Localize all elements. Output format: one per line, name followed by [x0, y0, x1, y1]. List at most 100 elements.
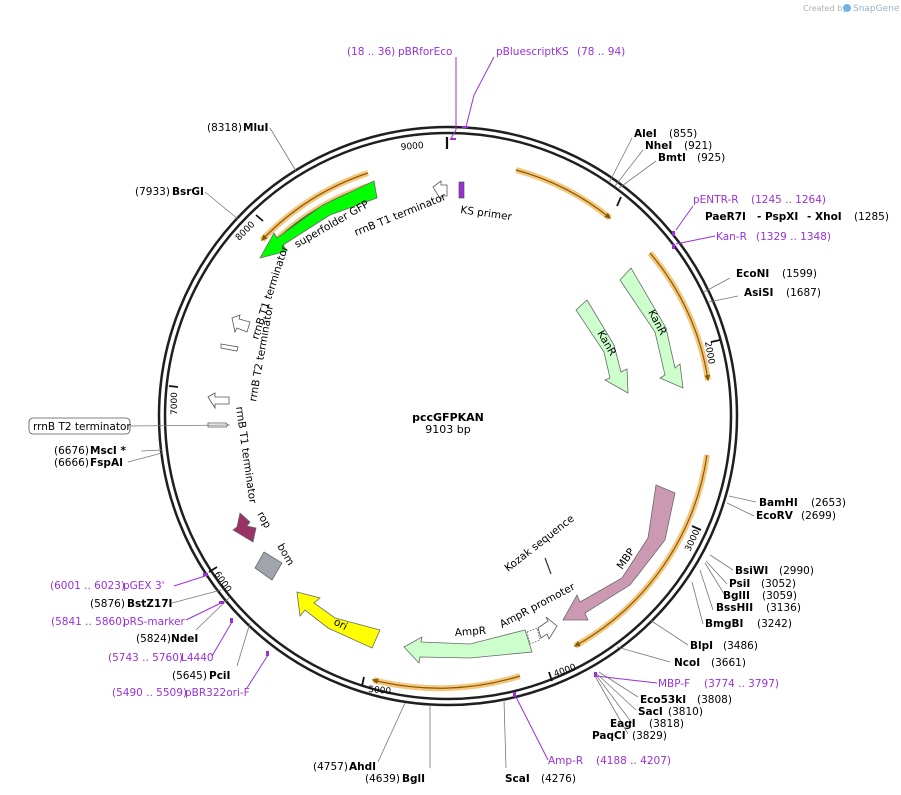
ori-label: ori — [332, 616, 350, 633]
rrnb-t1-lower-feature[interactable] — [207, 392, 230, 410]
mbp-feature[interactable] — [562, 484, 676, 621]
rop-feature[interactable] — [232, 512, 257, 543]
tick-label-9000: 9000 — [400, 141, 424, 153]
primer-pbr322ori-f-pos: (5490 .. 5509) — [112, 687, 187, 699]
site-eco53ki-name[interactable]: Eco53kI — [640, 694, 686, 706]
tick-label-7000: 7000 — [170, 392, 180, 415]
site-bstz17i-name[interactable]: BstZ17I — [127, 598, 172, 610]
tick-2000 — [710, 339, 721, 343]
superfolder-gfp-feature[interactable] — [259, 180, 378, 259]
site-pspxi-name[interactable]: - PspXI — [757, 211, 798, 223]
primer-mbp-f-name[interactable]: MBP-F — [658, 678, 690, 690]
leader-lines — [127, 127, 757, 769]
primer-pentr-r-name[interactable]: pENTR-R — [693, 194, 739, 206]
site-bmgbi-name[interactable]: BmgBI — [705, 618, 743, 630]
tick-6000 — [208, 566, 218, 573]
rrnb-t2-left-label: rrnB T2 terminator — [247, 304, 276, 403]
site-mlui-name[interactable]: MluI — [243, 122, 268, 134]
site-bsshii-name[interactable]: BssHII — [716, 602, 753, 614]
primer-mbp-f-pos: (3774 .. 3797) — [704, 678, 779, 690]
site-psii-name[interactable]: PsiI — [729, 578, 750, 590]
site-fspai-name[interactable]: FspAI — [90, 457, 123, 469]
site-bsrgi-name[interactable]: BsrGI — [172, 186, 204, 198]
primer-pbluescriptks-name[interactable]: pBluescriptKS — [496, 46, 569, 58]
tick-label-8000: 8000 — [234, 220, 257, 243]
site-ecorv-name[interactable]: EcoRV — [756, 510, 794, 522]
kozak-label: Kozak sequence — [502, 513, 576, 575]
site-bstz17i-pos: (5876) — [90, 598, 125, 610]
site-bglii-pos: (3059) — [762, 590, 797, 602]
site-ahdi-pos: (4757) — [313, 761, 348, 773]
site-msci-name[interactable]: MscI * — [90, 445, 126, 457]
site-paqci-pos: (3829) — [632, 730, 667, 742]
site-eco53ki-pos: (3808) — [697, 694, 732, 706]
site-scai-pos: (4276) — [541, 773, 576, 785]
site-econi-name[interactable]: EcoNI — [736, 268, 769, 280]
primer-pbluescriptks-pos: (78 .. 94) — [577, 46, 625, 58]
site-blpi-pos: (3486) — [723, 640, 758, 652]
site-psii-pos: (3052) — [761, 578, 796, 590]
site-msci-pos: (6676) — [54, 445, 89, 457]
primer-pgex3-name[interactable]: pGEX 3' — [123, 580, 165, 592]
site-eagi-name[interactable]: EagI — [610, 718, 636, 730]
ampr-feature[interactable] — [403, 629, 533, 664]
rrnb-t2-left-feature[interactable] — [220, 343, 239, 352]
primer-l4440-name[interactable]: L4440 — [181, 652, 214, 664]
site-nhei-name[interactable]: NheI — [645, 140, 672, 152]
site-blpi-name[interactable]: BlpI — [690, 640, 713, 652]
site-bmgbi-pos: (3242) — [757, 618, 792, 630]
rrnb-t1-top-feature[interactable] — [432, 180, 448, 202]
primer-prs-marker-pos: (5841 .. 5860) — [51, 616, 126, 628]
site-ahdi-name[interactable]: AhdI — [349, 761, 376, 773]
site-ncoi-name[interactable]: NcoI — [674, 657, 700, 669]
primer-kan-r-name[interactable]: Kan-R — [716, 231, 747, 243]
site-bsshii-pos: (3136) — [766, 602, 801, 614]
site-bsiwi-pos: (2990) — [779, 565, 814, 577]
site-alei-name[interactable]: AleI — [634, 128, 657, 140]
primer-pbrforeco-name[interactable]: pBRforEco — [398, 46, 452, 58]
site-scai-name[interactable]: ScaI — [505, 773, 530, 785]
site-xhoi-name[interactable]: - XhoI — [807, 211, 842, 223]
site-bsiwi-name[interactable]: BsiWI — [735, 565, 768, 577]
bom-feature[interactable] — [254, 551, 283, 581]
site-bgli-pos: (4639) — [365, 773, 400, 785]
tick-4000 — [548, 671, 553, 682]
site-bmti-name[interactable]: BmtI — [658, 152, 686, 164]
ampr-label: AmpR — [454, 625, 486, 639]
ampr-promoter-feature[interactable] — [537, 616, 558, 640]
primer-pbr322ori-f-name[interactable]: pBR322ori-F — [185, 687, 250, 699]
tick-5000 — [361, 676, 365, 687]
site-ndei-name[interactable]: NdeI — [171, 633, 198, 645]
ampr-promoter-label: AmpR promoter — [498, 581, 578, 631]
rrnb-t2-boxed-label-box — [28, 417, 131, 435]
site-bgli-name[interactable]: BglI — [402, 773, 425, 785]
kanr-feature-outer[interactable] — [619, 267, 684, 389]
site-ecorv-pos: (2699) — [801, 510, 836, 522]
site-bamhi-name[interactable]: BamHI — [759, 497, 798, 509]
kanr-feature-inner[interactable] — [575, 299, 629, 394]
plasmid-name: pccGFPKAN — [412, 411, 484, 424]
rrnb-t1-left-feature[interactable] — [231, 314, 251, 334]
site-paqci-name[interactable]: PaqCI — [592, 730, 626, 742]
site-saci-pos: (3810) — [668, 706, 703, 718]
snapgene-brand: SnapGene — [853, 4, 900, 14]
tick-label-5000: 5000 — [368, 685, 392, 697]
site-paer7i-name[interactable]: PaeR7I — [705, 211, 746, 223]
ori-feature[interactable] — [296, 591, 381, 649]
primer-pbrforeco-pos: (18 .. 36) — [347, 46, 395, 58]
site-pcii-name[interactable]: PciI — [209, 670, 230, 682]
site-alei-pos: (855) — [669, 128, 697, 140]
site-asisi-name[interactable]: AsiSI — [744, 287, 773, 299]
ks-primer-feature[interactable] — [458, 181, 465, 199]
backbone-outer-ring — [157, 125, 739, 707]
site-paer7i-pos: (1285) — [854, 211, 889, 223]
orf-arc-1[interactable] — [515, 167, 612, 221]
site-saci-name[interactable]: SacI — [638, 706, 663, 718]
site-bglii-name[interactable]: BglII — [723, 590, 750, 602]
primer-amp-r-name[interactable]: Amp-R — [548, 755, 583, 767]
kozak-feature[interactable] — [544, 557, 552, 575]
primer-amp-r-pos: (4188 .. 4207) — [596, 755, 671, 767]
site-econi-pos: (1599) — [782, 268, 817, 280]
primer-prs-marker-name[interactable]: pRS-marker — [123, 616, 186, 628]
